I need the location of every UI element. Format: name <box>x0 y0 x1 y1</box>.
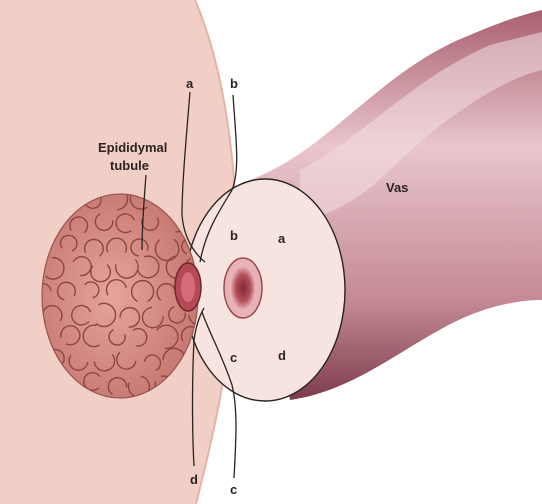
label-face-b: b <box>230 228 238 243</box>
label-face-c: c <box>230 350 237 365</box>
label-epididymal-line1: Epididymal <box>98 140 167 155</box>
label-face-d: d <box>278 348 286 363</box>
label-suture-a-top: a <box>186 76 194 91</box>
label-suture-c-bottom: c <box>230 482 237 497</box>
label-epididymal-line2: tubule <box>110 158 149 173</box>
label-face-a: a <box>278 231 286 246</box>
label-suture-d-bottom: d <box>190 472 198 487</box>
vas-cut-face <box>185 179 345 401</box>
label-suture-b-top: b <box>230 76 238 91</box>
label-vas: Vas <box>386 180 408 195</box>
opened-tubule-inner <box>181 272 195 302</box>
vas-lumen <box>231 267 255 309</box>
